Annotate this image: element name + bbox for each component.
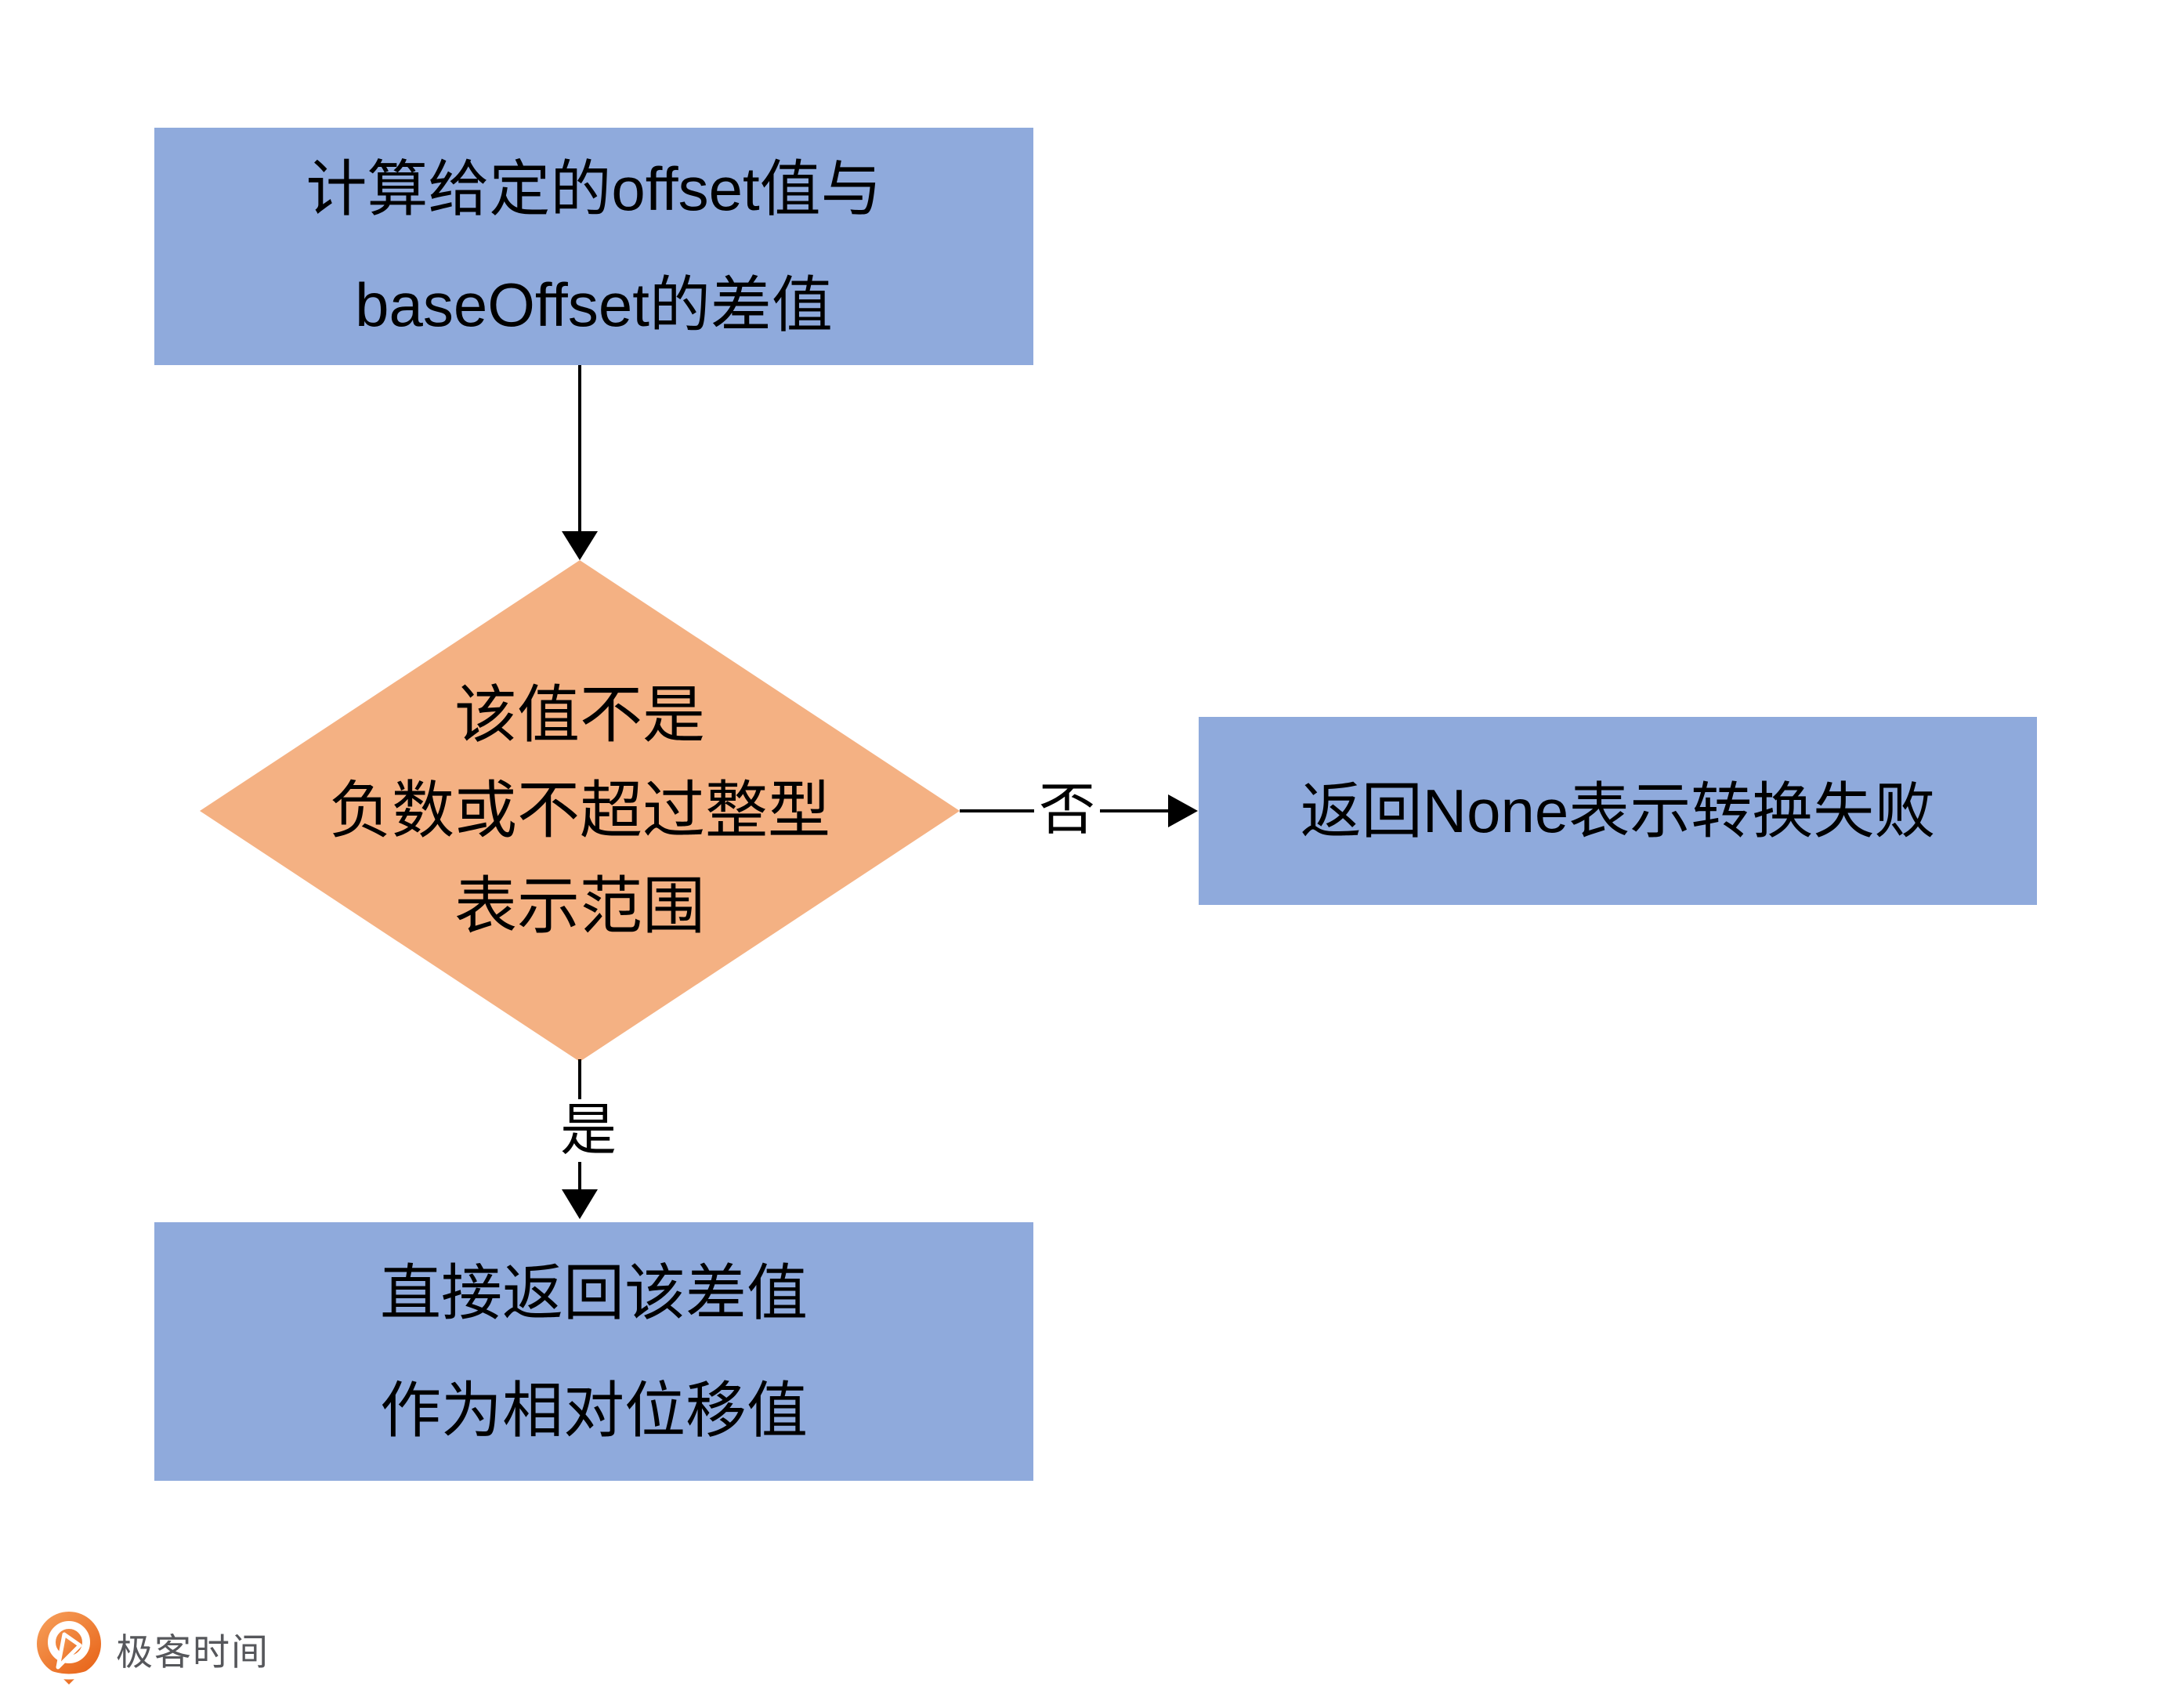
arrow-down-icon (562, 1189, 598, 1219)
node-decision: 该值不是 负数或不超过整型 表示范围 (200, 560, 960, 1062)
geektime-logo: 极客时间 (33, 1611, 270, 1686)
node-start-line1: 计算给定的offset值与 (306, 154, 882, 223)
geektime-pin-icon (37, 1612, 101, 1684)
arrow-down-icon (562, 531, 598, 560)
node-decision-line3: 表示范围 (454, 871, 705, 941)
node-success-line2: 作为相对位移值 (379, 1376, 808, 1445)
edge-start-to-decision-line (578, 365, 581, 531)
node-start-line2: baseOffset的差值 (355, 270, 833, 339)
edge-label-no: 否 (1033, 779, 1101, 841)
node-fail-text: 返回None表示转换失败 (1300, 776, 1936, 845)
node-start: 计算给定的offset值与 baseOffset的差值 (154, 128, 1033, 365)
node-success-line1: 直接返回该差值 (379, 1258, 808, 1327)
node-decision-line1: 该值不是 (454, 680, 705, 750)
arrow-right-icon (1168, 794, 1198, 827)
node-success: 直接返回该差值 作为相对位移值 (154, 1222, 1033, 1481)
edge-label-yes: 是 (555, 1099, 622, 1162)
geektime-brand-text: 极客时间 (116, 1630, 270, 1673)
node-fail: 返回None表示转换失败 (1199, 717, 2037, 905)
node-decision-line2: 负数或不超过整型 (329, 776, 830, 845)
